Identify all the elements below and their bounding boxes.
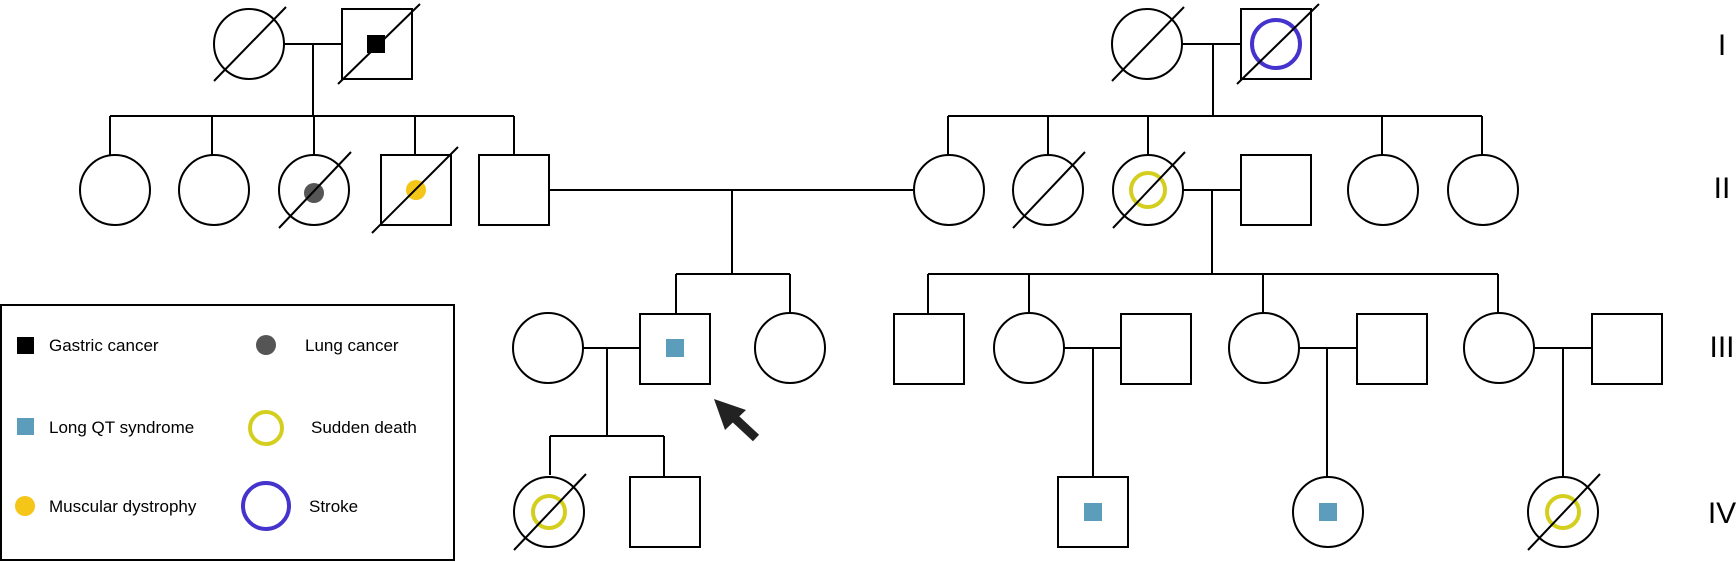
individual-III-4 — [893, 313, 965, 385]
gastric-cancer-marker — [367, 35, 385, 53]
sudden-death-marker — [1545, 494, 1581, 530]
long-qt-syndrome-marker — [666, 339, 684, 357]
individual-II-9 — [1240, 154, 1312, 226]
legend-item-gastric-cancer: Gastric cancer — [17, 336, 159, 355]
individual-III-9 — [1463, 312, 1535, 384]
individual-III-1 — [512, 312, 584, 384]
long-qt-syndrome-marker — [1084, 503, 1102, 521]
individual-III-5 — [993, 312, 1065, 384]
pedigree-lines — [109, 43, 1591, 477]
arrow-icon — [714, 399, 760, 442]
sudden-death-marker — [531, 494, 567, 530]
legend-item-long-qt-syndrome: Long QT syndrome — [17, 418, 194, 437]
legend-item-muscular-dystrophy: Muscular dystrophy — [15, 496, 197, 516]
generation-labels: I II III IV — [1708, 29, 1736, 530]
long-qt-syndrome-marker — [1319, 503, 1337, 521]
long-qt-syndrome-swatch — [17, 418, 34, 435]
legend-label: Lung cancer — [305, 336, 399, 355]
individual-III-6 — [1120, 313, 1192, 385]
sudden-death-swatch — [248, 410, 284, 446]
legend-item-stroke: Stroke — [241, 481, 358, 531]
generation-label-I: I — [1718, 29, 1726, 62]
lung-cancer-swatch — [256, 335, 276, 355]
individual-II-10 — [1347, 154, 1419, 226]
legend: Gastric cancer Lung cancer Long QT syndr… — [0, 304, 455, 561]
individual-III-10 — [1591, 313, 1663, 385]
individual-IV-4 — [1292, 476, 1364, 548]
individual-II-1 — [79, 154, 151, 226]
lung-cancer-marker — [304, 183, 324, 203]
legend-label: Sudden death — [311, 418, 417, 437]
stroke-marker — [1250, 18, 1302, 70]
individual-III-2-proband — [639, 313, 711, 385]
individual-I-3 — [1111, 6, 1185, 82]
legend-label: Stroke — [309, 497, 358, 516]
legend-label: Long QT syndrome — [49, 418, 194, 437]
generation-label-III: III — [1709, 331, 1734, 364]
legend-label: Muscular dystrophy — [49, 497, 197, 516]
legend-item-sudden-death: Sudden death — [248, 410, 417, 446]
individual-II-7 — [1012, 151, 1086, 229]
individual-II-8 — [1112, 151, 1186, 229]
stroke-swatch — [241, 481, 291, 531]
individual-II-5 — [478, 154, 550, 226]
individual-IV-1 — [513, 473, 587, 551]
individual-II-4 — [371, 146, 459, 234]
individual-III-7 — [1228, 312, 1300, 384]
individual-IV-5 — [1527, 473, 1601, 551]
individual-III-3 — [754, 312, 826, 384]
generation-label-II: II — [1714, 172, 1731, 205]
individual-I-4 — [1236, 3, 1320, 85]
generation-label-IV: IV — [1708, 497, 1736, 530]
gastric-cancer-swatch — [17, 337, 34, 354]
legend-label: Gastric cancer — [49, 336, 159, 355]
individual-II-6 — [913, 154, 985, 226]
muscular-dystrophy-swatch — [15, 496, 35, 516]
individual-I-2 — [337, 3, 421, 85]
individual-I-1 — [213, 6, 287, 82]
individual-II-2 — [178, 154, 250, 226]
individual-II-11 — [1447, 154, 1519, 226]
individual-IV-3 — [1057, 476, 1129, 548]
individual-III-8 — [1356, 313, 1428, 385]
legend-item-lung-cancer: Lung cancer — [256, 335, 399, 355]
individual-II-3 — [278, 151, 352, 229]
individual-IV-2 — [629, 476, 701, 548]
sudden-death-marker — [1129, 171, 1167, 209]
